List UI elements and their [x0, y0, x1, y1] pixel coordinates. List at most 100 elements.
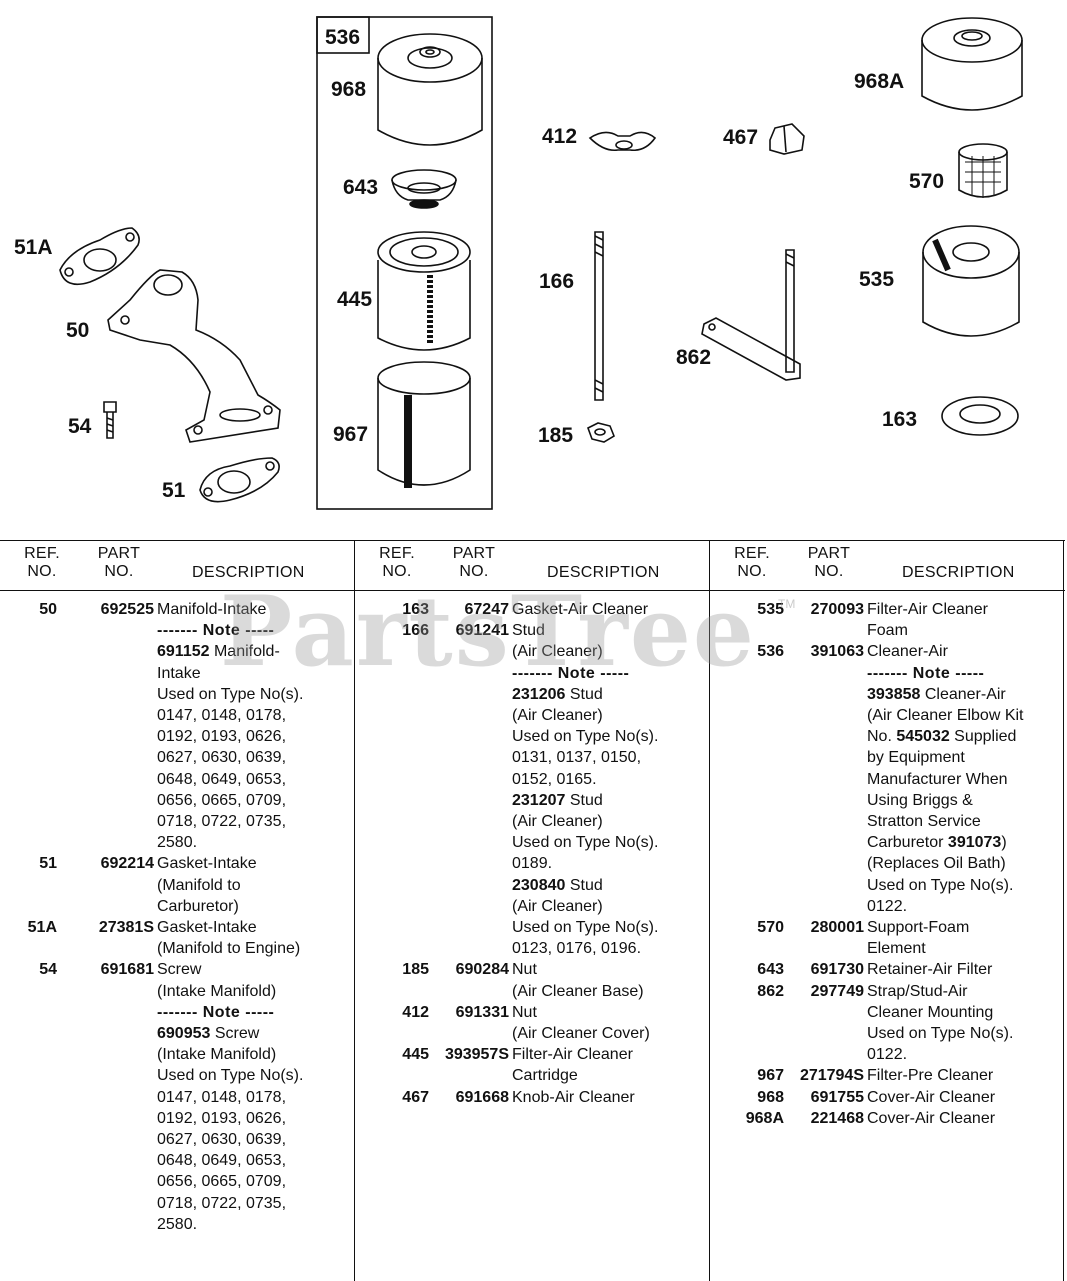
part-968-cover	[377, 33, 483, 146]
description-line: Nut	[512, 959, 644, 980]
header-part: PART	[97, 545, 141, 562]
line-text: Nut	[512, 1003, 537, 1021]
description-line: 0122.	[867, 896, 1024, 917]
description-line: 0192, 0193, 0626,	[157, 1108, 303, 1129]
ref-no: 163	[402, 601, 429, 618]
callout-967: 967	[333, 423, 369, 446]
line-text: (Replaces Oil Bath)	[867, 855, 1006, 873]
line-text: Carburetor)	[157, 897, 239, 915]
line-text: 0627, 0630, 0639,	[157, 749, 287, 767]
line-text: Retainer-Air Filter	[867, 961, 993, 979]
watermark-tm: TM	[778, 597, 796, 611]
description-line: Foam	[867, 620, 988, 641]
description-line: Filter-Pre Cleaner	[867, 1065, 993, 1086]
description-line: 0147, 0148, 0178,	[157, 705, 303, 726]
callout-166: 166	[539, 270, 575, 293]
part-no: 691681	[100, 961, 154, 979]
part-467-knob	[769, 123, 805, 155]
line-text: Cleaner Mounting	[867, 1003, 994, 1021]
parts-illustration	[59, 16, 1023, 510]
line-text: Cover-Air Cleaner	[867, 1088, 996, 1106]
header-description: DESCRIPTION	[902, 564, 1015, 581]
callout-51A: 51A	[14, 236, 53, 259]
part-no: 271794S	[799, 1067, 864, 1085]
line-text: 0122.	[867, 1046, 908, 1064]
description-line: 0648, 0649, 0653,	[157, 1150, 303, 1171]
callout-643: 643	[343, 176, 379, 199]
description-line: 0123, 0176, 0196.	[512, 938, 658, 959]
note-divider: ------- Note -----	[512, 663, 658, 684]
line-text: Stratton Service	[867, 813, 981, 831]
description-line: 231207 Stud	[512, 790, 658, 811]
line-text: Filter-Air Cleaner	[867, 601, 988, 618]
line-text: Foam	[867, 622, 908, 640]
group-536-box	[316, 16, 493, 510]
line-text: (Air Cleaner Elbow Kit	[867, 707, 1024, 724]
line-text: 0718, 0722, 0735,	[157, 813, 287, 831]
group-536-label-box	[316, 16, 370, 54]
description-line: (Intake Manifold)	[157, 981, 303, 1002]
line-text: Manifold-Intake	[157, 601, 267, 618]
header-part-no: NO.	[104, 563, 134, 580]
line-text: Using Briggs &	[867, 791, 973, 809]
description-line: 0189.	[512, 853, 658, 874]
part-643-retainer	[391, 169, 457, 209]
description-line: 0656, 0665, 0709,	[157, 790, 303, 811]
description-line: 393858 Cleaner-Air	[867, 684, 1024, 705]
replacement-part-no: 231207	[512, 791, 566, 809]
header-part: PART	[452, 545, 496, 562]
part-54-screw	[103, 401, 117, 439]
line-text: 0656, 0665, 0709,	[157, 791, 287, 809]
description-line: Cover-Air Cleaner	[867, 1087, 995, 1108]
line-text: Used on Type No(s).	[157, 1067, 304, 1085]
part-no: 270093	[810, 601, 864, 618]
header-ref: REF.	[379, 545, 415, 562]
line-text-tail: )	[1001, 834, 1007, 852]
callout-536: 536	[325, 26, 361, 49]
part-no: 691241	[455, 622, 509, 640]
line-text: (Air Cleaner)	[512, 897, 603, 915]
part-no: 690284	[455, 961, 509, 979]
header-ref: REF.	[24, 545, 60, 562]
line-text: 2580.	[157, 834, 198, 852]
description: Gasket-Air Cleaner	[512, 599, 648, 620]
ref-no: 862	[757, 982, 784, 1000]
description-line: (Replaces Oil Bath)	[867, 853, 1024, 874]
line-text: Gasket-Intake	[157, 855, 257, 873]
description-line: by Equipment	[867, 747, 1024, 768]
part-50-manifold	[107, 269, 281, 443]
line-text: (Air Cleaner Cover)	[512, 1025, 650, 1042]
line-text: 0122.	[867, 897, 908, 915]
callout-862: 862	[676, 346, 712, 369]
description-line: 0656, 0665, 0709,	[157, 1171, 303, 1192]
description: Manifold-Intake------- Note -----691152 …	[157, 599, 303, 853]
ref-no: 412	[402, 1003, 429, 1021]
header-part-no: NO.	[814, 563, 844, 580]
description: Cover-Air Cleaner	[867, 1087, 995, 1108]
description-line: 0152, 0165.	[512, 769, 658, 790]
part-no: 221468	[810, 1109, 864, 1127]
part-570-support	[958, 143, 1008, 198]
line-text: Stud	[565, 685, 603, 703]
part-no: 691730	[810, 961, 864, 979]
header-ref-no: NO.	[27, 563, 57, 580]
line-text: Stud	[565, 876, 603, 894]
description: Stud (Air Cleaner) ------- Note ----- 23120…	[512, 620, 658, 959]
description: Nut (Air Cleaner Cover)	[512, 1002, 650, 1044]
header-part-no: NO.	[459, 563, 489, 580]
line-text: 0131, 0137, 0150,	[512, 749, 642, 767]
description-line: (Air Cleaner)	[512, 705, 658, 726]
table-header-row	[0, 541, 1065, 591]
part-51-gasket	[199, 457, 280, 503]
callout-185: 185	[538, 424, 574, 447]
line-text: (Air Cleaner)	[512, 707, 603, 724]
description-line: No. 545032 Supplied	[867, 726, 1024, 747]
line-text: 0147, 0148, 0178,	[157, 707, 287, 725]
